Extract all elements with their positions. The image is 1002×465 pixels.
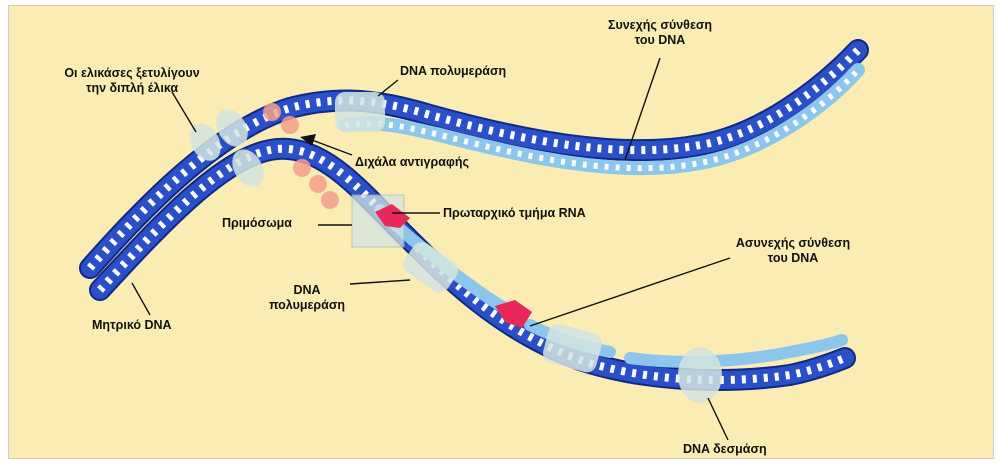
leader-discontinuous [530, 258, 730, 326]
leader-polymerase-lower [350, 280, 410, 284]
label-replication-fork: Διχάλα αντιγραφής [355, 155, 469, 170]
leader-ligase [708, 398, 728, 440]
label-primosome: Πριμόσωμα [222, 216, 292, 231]
label-parental-dna: Μητρικό DNA [92, 318, 172, 333]
label-dna-polymerase-top: DNA πολυμεράση [400, 64, 506, 79]
label-continuous-synthesis: Συνεχής σύνθεση του DNA [585, 18, 735, 48]
label-dna-ligase: DNA δεσμάση [683, 442, 767, 457]
dna-polymerase-top [335, 92, 385, 132]
label-dna-polymerase-lower: DNA πολυμεράση [262, 283, 352, 313]
dna-ligase [678, 347, 722, 403]
label-discontinuous-synthesis: Ασυνεχής σύνθεση του DNA [718, 236, 868, 266]
leader-parental [132, 283, 150, 315]
leader-helicases [172, 92, 196, 132]
label-helicases: Οι ελικάσες ξετυλίγουν την διπλή έλικα [22, 66, 242, 96]
primase-bead [263, 103, 281, 121]
dna-polymerase-lower-2 [541, 322, 604, 375]
label-rna-primer: Πρωταρχικό τμήμα RNA [443, 206, 586, 221]
okazaki-fragment-3 [630, 340, 842, 362]
